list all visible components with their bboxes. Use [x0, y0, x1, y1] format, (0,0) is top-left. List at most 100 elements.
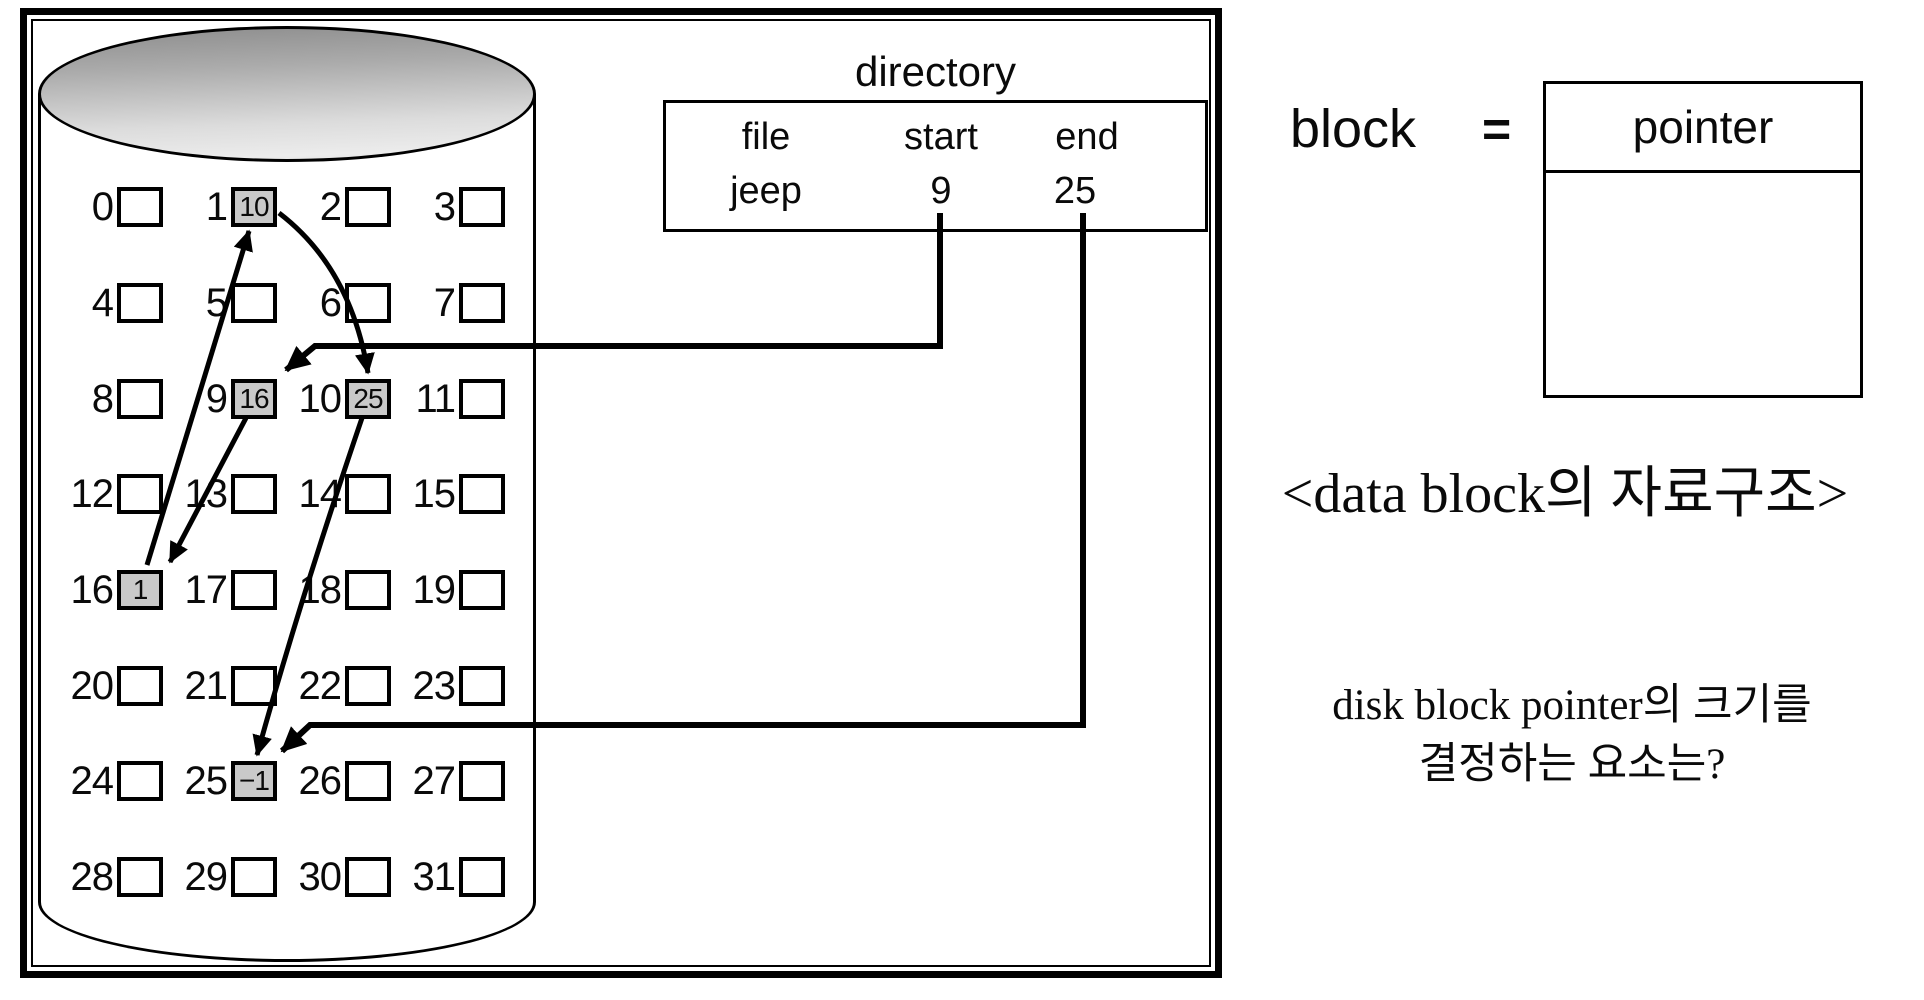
block-box-empty [345, 570, 391, 610]
directory-table [663, 100, 1208, 232]
block-box-empty [459, 379, 505, 419]
block-number-label: 27 [412, 759, 456, 803]
block-cell-12: 12 [53, 472, 163, 516]
block-number-label: 0 [91, 185, 114, 229]
block-cell-18: 18 [281, 568, 391, 612]
block-structure-label: block [1290, 99, 1417, 159]
block-number-label: 28 [70, 855, 114, 899]
block-number-label: 14 [298, 472, 342, 516]
block-cell-24: 24 [53, 759, 163, 803]
block-cell-25: 25−1 [167, 759, 277, 803]
block-cell-22: 22 [281, 664, 391, 708]
block-cell-27: 27 [395, 759, 505, 803]
block-box-empty [117, 761, 163, 801]
block-number-label: 19 [412, 568, 456, 612]
diagram-frame-inner-line [31, 19, 1211, 967]
directory-value-start: 9 [930, 170, 952, 212]
block-number-label: 10 [298, 377, 342, 421]
block-cell-4: 4 [53, 281, 163, 325]
block-number-label: 31 [412, 855, 456, 899]
block-box-empty [117, 283, 163, 323]
block-box-empty [345, 857, 391, 897]
block-box-empty [117, 857, 163, 897]
block-cell-3: 3 [395, 185, 505, 229]
block-box-empty [117, 379, 163, 419]
block-cell-28: 28 [53, 855, 163, 899]
directory-title: directory [854, 48, 1017, 95]
block-box-empty [231, 666, 277, 706]
block-number-label: 12 [70, 472, 114, 516]
block-cell-11: 11 [395, 377, 505, 421]
block-number-label: 20 [70, 664, 114, 708]
data-block-structure-caption: <data block의 자료구조> [1281, 463, 1849, 525]
block-box-empty [459, 283, 505, 323]
block-number-label: 5 [205, 281, 228, 325]
block-number-label: 11 [415, 377, 456, 421]
block-box-empty [117, 187, 163, 227]
block-number-label: 23 [412, 664, 456, 708]
block-cell-30: 30 [281, 855, 391, 899]
block-box-pointer-value: 10 [231, 187, 277, 227]
block-number-label: 25 [184, 759, 228, 803]
block-number-label: 4 [91, 281, 114, 325]
diagram-frame [20, 8, 1222, 978]
equals-sign: = [1482, 101, 1512, 157]
block-box-empty [231, 857, 277, 897]
block-box-pointer-value: 25 [345, 379, 391, 419]
block-box-empty [231, 474, 277, 514]
block-cell-26: 26 [281, 759, 391, 803]
block-box-empty [459, 761, 505, 801]
block-box-empty [345, 187, 391, 227]
block-cell-23: 23 [395, 664, 505, 708]
block-box-empty [231, 283, 277, 323]
pointer-size-question: disk block pointer의 크기를 결정하는 요소는? [1280, 676, 1864, 794]
block-box-empty [459, 857, 505, 897]
directory-value-end: 25 [1053, 170, 1097, 212]
block-box-pointer-value: 16 [231, 379, 277, 419]
block-box-empty [459, 474, 505, 514]
block-number-label: 7 [433, 281, 456, 325]
block-cell-29: 29 [167, 855, 277, 899]
block-cell-2: 2 [281, 185, 391, 229]
block-cell-0: 0 [53, 185, 163, 229]
block-box-pointer-value: −1 [231, 761, 277, 801]
directory-header-file: file [741, 116, 791, 158]
block-number-label: 21 [184, 664, 228, 708]
block-number-label: 18 [298, 568, 342, 612]
block-number-label: 29 [184, 855, 228, 899]
block-number-label: 16 [70, 568, 114, 612]
block-cell-19: 19 [395, 568, 505, 612]
block-box-empty [345, 666, 391, 706]
block-cell-7: 7 [395, 281, 505, 325]
block-box-empty [345, 761, 391, 801]
block-number-label: 8 [91, 377, 114, 421]
question-line-2: 결정하는 요소는? [1418, 741, 1726, 788]
block-number-label: 1 [205, 185, 228, 229]
block-box-empty [345, 474, 391, 514]
block-cell-8: 8 [53, 377, 163, 421]
block-box-empty [459, 570, 505, 610]
block-cell-17: 17 [167, 568, 277, 612]
block-cell-14: 14 [281, 472, 391, 516]
block-number-label: 2 [319, 185, 342, 229]
directory-header-start: start [904, 116, 978, 158]
directory-value-file: jeep [730, 170, 802, 212]
block-cell-13: 13 [167, 472, 277, 516]
block-cell-5: 5 [167, 281, 277, 325]
question-line-1: disk block pointer의 크기를 [1332, 682, 1812, 729]
block-number-label: 6 [319, 281, 342, 325]
block-number-label: 22 [298, 664, 342, 708]
block-box-pointer-value: 1 [117, 570, 163, 610]
block-box-empty [459, 666, 505, 706]
block-box-empty [345, 283, 391, 323]
block-box-empty [117, 666, 163, 706]
block-number-label: 3 [433, 185, 456, 229]
block-cell-20: 20 [53, 664, 163, 708]
block-box-empty [459, 187, 505, 227]
block-number-label: 13 [184, 472, 228, 516]
block-box-empty [117, 474, 163, 514]
